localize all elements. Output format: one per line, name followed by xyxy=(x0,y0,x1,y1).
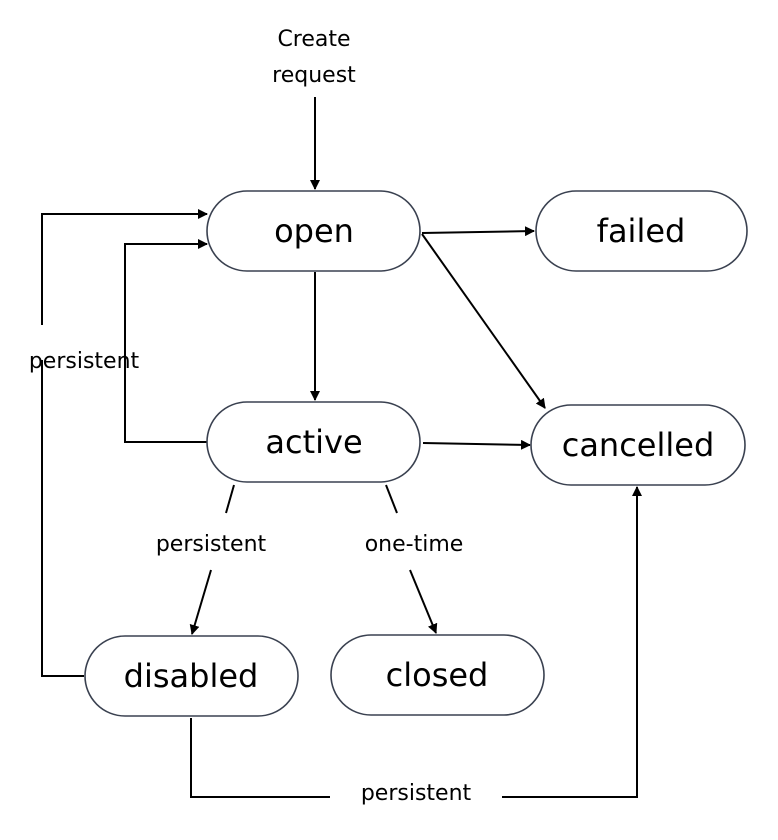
state-active-label: active xyxy=(265,423,362,461)
state-cancelled-label: cancelled xyxy=(562,426,715,464)
edge-label-disabled-to-cancelled: persistent xyxy=(361,781,472,806)
edge-label-active-to-closed: one-time xyxy=(365,532,464,557)
state-open: open xyxy=(206,190,421,272)
edge-active-to-disabled-lower xyxy=(189,569,212,635)
edge-open-to-cancelled xyxy=(421,233,546,409)
state-closed: closed xyxy=(330,634,545,716)
edge-disabled-to-cancelled-left xyxy=(190,718,330,798)
edge-disabled-to-open-lower xyxy=(41,360,84,677)
edge-disabled-to-cancelled-right xyxy=(502,486,642,798)
edge-disabled-to-open-upper xyxy=(41,209,208,325)
state-open-label: open xyxy=(274,212,354,250)
edge-active-to-cancelled xyxy=(422,439,531,450)
state-closed-label: closed xyxy=(386,656,489,694)
state-failed-label: failed xyxy=(597,212,686,250)
edge-active-to-closed-upper xyxy=(385,484,398,514)
state-active: active xyxy=(206,401,421,483)
edge-active-to-open xyxy=(124,239,208,443)
edge-active-to-closed-lower xyxy=(409,569,438,634)
state-failed: failed xyxy=(535,190,748,272)
edge-open-to-failed xyxy=(421,226,535,237)
state-cancelled: cancelled xyxy=(530,404,746,486)
state-disabled-label: disabled xyxy=(124,657,259,695)
edge-active-to-disabled-upper xyxy=(225,484,235,514)
edge-label-disabled-to-open: persistent xyxy=(29,349,140,374)
start-label-line2: request xyxy=(272,63,356,88)
start-label-line1: Create xyxy=(277,27,350,52)
state-disabled: disabled xyxy=(84,635,299,717)
edge-label-active-to-disabled: persistent xyxy=(156,532,267,557)
